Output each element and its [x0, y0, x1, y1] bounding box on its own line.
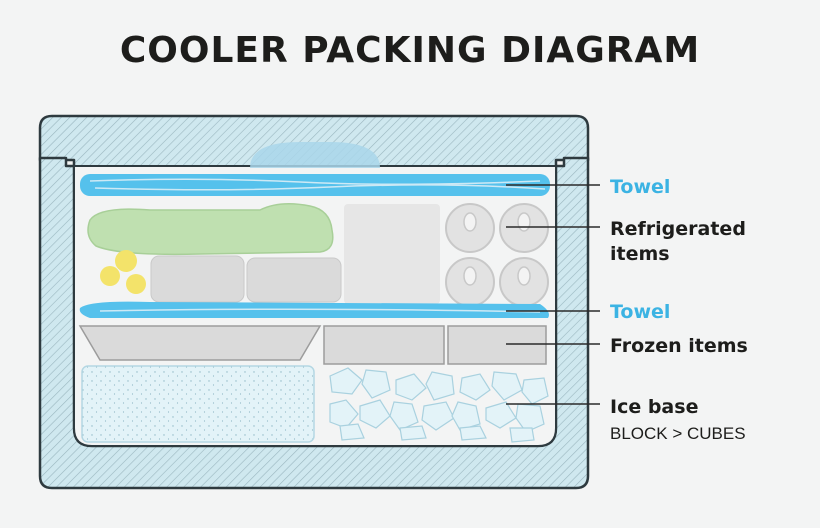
- label-refrigerated-line1: Refrigerated: [610, 218, 746, 240]
- lemon-icon: [100, 266, 120, 286]
- container-icon: [246, 257, 342, 303]
- ice-base: [81, 365, 549, 443]
- page-title: COOLER PACKING DIAGRAM: [119, 30, 701, 71]
- label-towel-top: Towel: [610, 176, 671, 198]
- jug-icon: [344, 204, 440, 304]
- label-ice-base-sub: BLOCK > CUBES: [610, 424, 746, 443]
- ice-pack: [250, 142, 380, 168]
- refrigerated-items: [87, 203, 549, 307]
- towel-top: [80, 174, 550, 196]
- leader-lines: [506, 184, 600, 405]
- towel-bottom: [79, 301, 549, 318]
- label-towel-bottom: Towel: [610, 301, 671, 323]
- ice-cubes-icon: [329, 367, 549, 443]
- label-refrigerated-line2: items: [610, 243, 670, 265]
- frozen-items: [78, 325, 547, 365]
- lemon-icon: [126, 274, 146, 294]
- ice-block-icon: [81, 365, 315, 443]
- vegetable-icon: [87, 203, 334, 256]
- lemon-icon: [115, 250, 137, 272]
- label-ice-base: Ice base: [610, 396, 699, 418]
- container-icon: [150, 255, 245, 303]
- label-frozen-items: Frozen items: [610, 335, 748, 357]
